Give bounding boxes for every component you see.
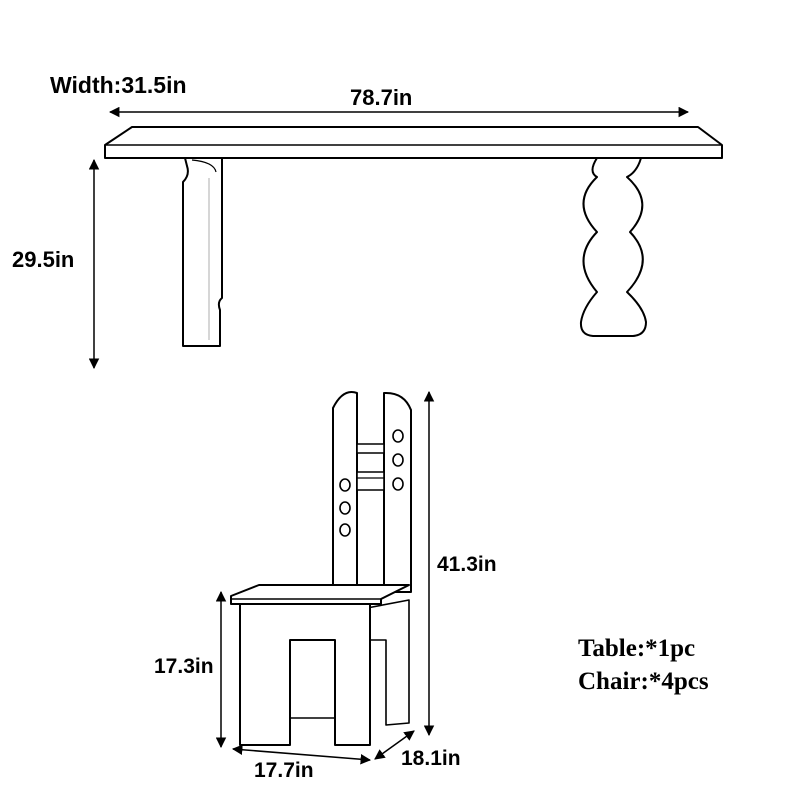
chair-quantity: Chair:*4pcs [578, 668, 709, 695]
table-drawing [104, 126, 723, 347]
table-height-label: 29.5in [12, 247, 75, 272]
chair-back-right-post [383, 391, 412, 593]
table-left-leg [182, 157, 223, 347]
table-quantity: Table:*1pc [578, 635, 696, 662]
chair-total-height-label: 41.3in [437, 553, 497, 576]
chair-seat-width-label: 17.7in [254, 759, 314, 782]
table-dimension-lines [88, 106, 690, 370]
chair-front-legs [239, 603, 371, 746]
table-top [104, 126, 723, 159]
chair-seat-height-label: 17.3in [154, 655, 214, 678]
chair-dimension-lines [215, 390, 435, 765]
table-length-label: 78.7in [350, 85, 413, 110]
chair-rear-legs [366, 599, 410, 726]
chair-drawing [230, 391, 412, 746]
table-width-label: Width:31.5in [50, 72, 187, 98]
chair-seat-depth-label: 18.1in [401, 747, 461, 770]
table-right-leg [579, 157, 647, 337]
chair-back-holes [339, 429, 404, 537]
chair-seat [230, 584, 410, 605]
chair-back-left-post [332, 391, 358, 593]
